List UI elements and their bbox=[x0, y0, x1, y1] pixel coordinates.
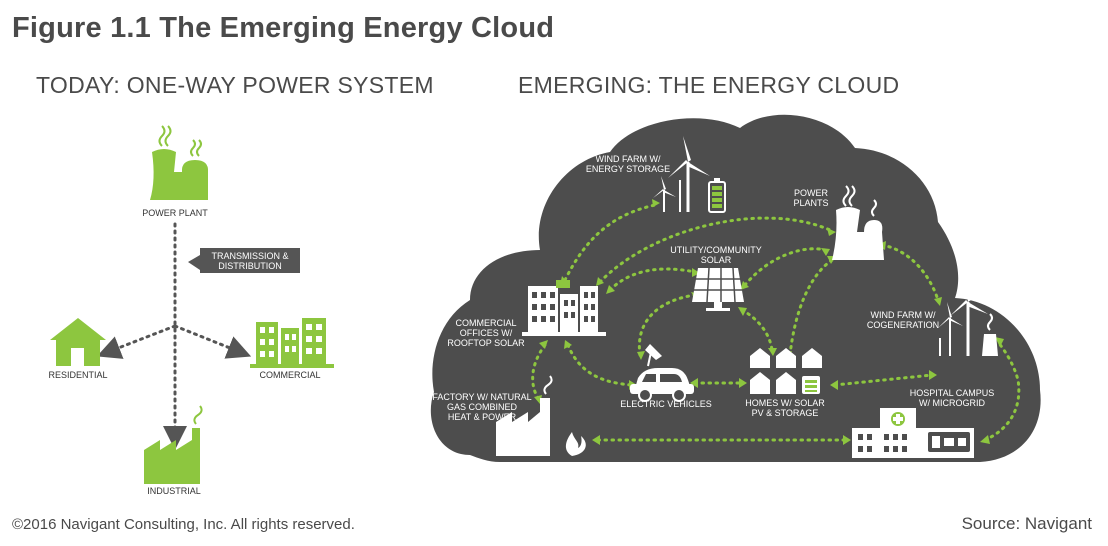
homes-solar-icon bbox=[750, 348, 822, 394]
utility-solar-label-1: UTILITY/COMMUNITY bbox=[670, 245, 762, 255]
transmission-callout bbox=[200, 248, 300, 273]
copyright-notice: ©2016 Navigant Consulting, Inc. All righ… bbox=[12, 516, 355, 533]
hospital-label-1: HOSPITAL CAMPUS bbox=[910, 388, 995, 398]
wind-farm-storage-icon bbox=[653, 136, 726, 213]
line-to-residential bbox=[96, 324, 177, 359]
residential-label: RESIDENTIAL bbox=[48, 370, 107, 380]
cloud-connections bbox=[531, 203, 1021, 442]
offices-label-2: OFFICES W/ bbox=[460, 328, 513, 338]
solar-panel-icon bbox=[692, 267, 744, 311]
power-plants-label-2: PLANTS bbox=[793, 198, 828, 208]
wind-farm-cogen-icon bbox=[938, 278, 998, 356]
factory-icon bbox=[496, 375, 586, 456]
offices-label-3: ROOFTOP SOLAR bbox=[447, 338, 525, 348]
power-plant-label: POWER PLANT bbox=[142, 208, 208, 218]
wind-storage-label-1: WIND FARM W/ bbox=[596, 154, 661, 164]
factory-label-1: FACTORY W/ NATURAL bbox=[432, 392, 531, 402]
utility-solar-label-2: SOLAR bbox=[701, 255, 732, 265]
commercial-label: COMMERCIAL bbox=[259, 370, 320, 380]
wind-cogen-label-1: WIND FARM W/ bbox=[871, 310, 936, 320]
residential-icon bbox=[50, 318, 106, 366]
factory-label-3: HEAT & POWER bbox=[448, 412, 517, 422]
power-plants-label-1: POWER bbox=[794, 188, 829, 198]
hospital-label-2: W/ MICROGRID bbox=[919, 398, 985, 408]
transmission-label-2: DISTRIBUTION bbox=[218, 261, 282, 271]
emerging-heading: EMERGING: THE ENERGY CLOUD bbox=[518, 72, 900, 98]
power-plant-icon bbox=[150, 125, 209, 200]
homes-label-2: PV & STORAGE bbox=[752, 408, 819, 418]
transmission-label-1: TRANSMISSION & bbox=[211, 251, 288, 261]
callout-pointer bbox=[188, 255, 200, 270]
today-heading: TODAY: ONE-WAY POWER SYSTEM bbox=[36, 72, 434, 98]
wind-cogen-label-2: COGENERATION bbox=[867, 320, 939, 330]
homes-label-1: HOMES W/ SOLAR bbox=[745, 398, 825, 408]
figure-title: Figure 1.1 The Emerging Energy Cloud bbox=[12, 12, 555, 44]
electric-vehicle-icon bbox=[630, 344, 694, 402]
source-credit: Source: Navigant bbox=[961, 514, 1092, 533]
industrial-label: INDUSTRIAL bbox=[147, 486, 201, 496]
offices-label-1: COMMERCIAL bbox=[455, 318, 516, 328]
wind-storage-label-2: ENERGY STORAGE bbox=[586, 164, 670, 174]
factory-label-2: GAS COMBINED bbox=[447, 402, 518, 412]
power-plants-icon bbox=[832, 185, 884, 260]
line-to-commercial bbox=[173, 324, 252, 359]
industrial-icon bbox=[144, 405, 203, 484]
ev-label: ELECTRIC VEHICLES bbox=[620, 399, 712, 409]
